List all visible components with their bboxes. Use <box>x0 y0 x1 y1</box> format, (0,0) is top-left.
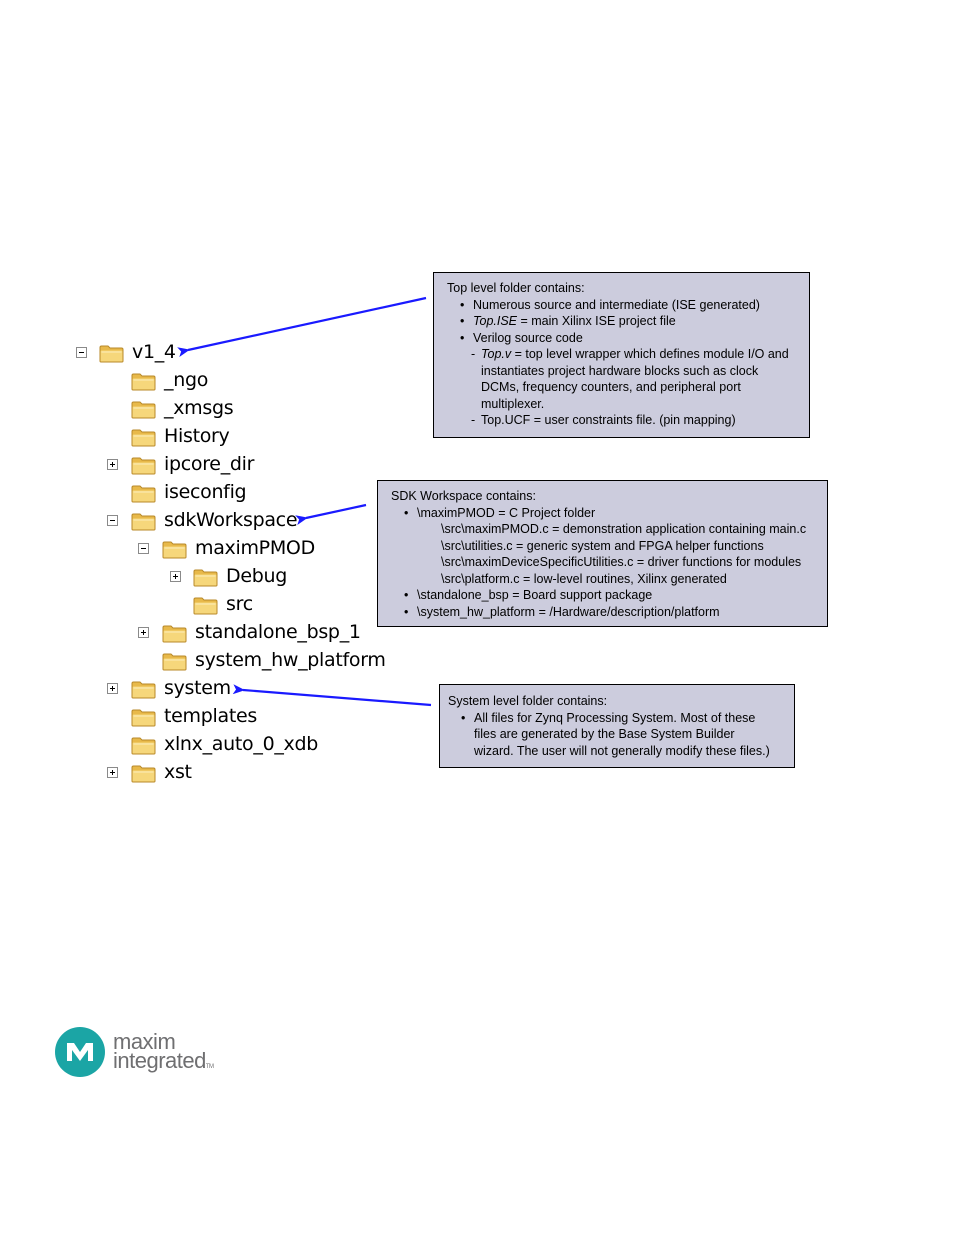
callout-title: SDK Workspace contains: <box>391 489 536 503</box>
folder-icon <box>131 484 156 503</box>
collapse-icon[interactable] <box>107 515 118 526</box>
maxim-logo-icon <box>55 1027 105 1077</box>
tree-item-label: _xmsgs <box>164 397 234 419</box>
tree-item-xlnx-auto-0-xdb[interactable]: xlnx_auto_0_xdb <box>0 732 420 760</box>
expand-icon[interactable] <box>138 627 149 638</box>
tree-item-label: system_hw_platform <box>195 649 386 671</box>
expand-icon[interactable] <box>170 571 181 582</box>
callout-bullet: Verilog source code <box>460 330 799 347</box>
callout-bullet: Top.ISE = main Xilinx ISE project file <box>460 313 799 330</box>
tree-item-label: xst <box>164 761 192 783</box>
folder-icon <box>131 764 156 783</box>
tree-item-label: v1_4 <box>132 341 176 363</box>
tree-item-debug[interactable]: Debug <box>0 564 420 592</box>
folder-icon <box>131 736 156 755</box>
tree-item-label: Debug <box>226 565 287 587</box>
tree-item-iseconfig[interactable]: iseconfig <box>0 480 420 508</box>
folder-icon <box>131 428 156 447</box>
tree-item-v1_4[interactable]: v1_4 <box>0 340 420 368</box>
callout-sdk-workspace: SDK Workspace contains: \maximPMOD = C P… <box>377 480 828 627</box>
tree-item-system-hw-platform[interactable]: system_hw_platform <box>0 648 420 676</box>
folder-icon <box>162 652 187 671</box>
tree-item-label: src <box>226 593 253 615</box>
folder-icon <box>162 624 187 643</box>
callout-top-level: Top level folder contains: Numerous sour… <box>433 272 810 438</box>
callout-bullet: Numerous source and intermediate (ISE ge… <box>460 297 799 314</box>
callout-sub-item: Top.UCF = user constraints file. (pin ma… <box>471 412 799 429</box>
expand-icon[interactable] <box>107 683 118 694</box>
collapse-icon[interactable] <box>138 543 149 554</box>
folder-icon <box>162 540 187 559</box>
tree-item-maximpmod[interactable]: maximPMOD <box>0 536 420 564</box>
tree-item-sdkworkspace[interactable]: sdkWorkspace <box>0 508 420 536</box>
tree-item-label: maximPMOD <box>195 537 315 559</box>
tree-item-label: standalone_bsp_1 <box>195 621 361 643</box>
folder-icon <box>193 596 218 615</box>
folder-icon <box>131 372 156 391</box>
callout-title: System level folder contains: <box>448 694 608 708</box>
callout-sub-item: \src\maximPMOD.c = demonstration applica… <box>441 522 807 536</box>
callout-sub-item: Top.v = top level wrapper which defines … <box>471 346 799 412</box>
tree-item-xst[interactable]: xst <box>0 760 420 788</box>
tree-item-label: _ngo <box>164 369 209 391</box>
tree-item-src[interactable]: src <box>0 592 420 620</box>
tree-item-history[interactable]: History <box>0 424 420 452</box>
callout-bullet: \standalone_bsp = Board support package <box>404 587 819 604</box>
tree-item-ipcore-dir[interactable]: ipcore_dir <box>0 452 420 480</box>
callout-bullet: \maximPMOD = C Project folder <box>404 505 819 522</box>
folder-icon <box>193 568 218 587</box>
tree-item-label: xlnx_auto_0_xdb <box>164 733 319 755</box>
folder-icon <box>131 512 156 531</box>
folder-icon <box>131 680 156 699</box>
tree-item-label: History <box>164 425 230 447</box>
tree-item-label: system <box>164 677 231 699</box>
tree-item-label: sdkWorkspace <box>164 509 298 531</box>
callout-bullet: All files for Zynq Processing System. Mo… <box>461 710 774 760</box>
callout-bullet: \system_hw_platform = /Hardware/descript… <box>404 604 819 621</box>
tree-item-system[interactable]: system <box>0 676 420 704</box>
callout-sub-item: \src\maximDeviceSpecificUtilities.c = dr… <box>441 555 802 569</box>
expand-icon[interactable] <box>107 767 118 778</box>
tree-item-standalone-bsp-1[interactable]: standalone_bsp_1 <box>0 620 420 648</box>
tree-item-label: ipcore_dir <box>164 453 255 475</box>
callout-system: System level folder contains: All files … <box>439 684 795 768</box>
folder-icon <box>99 344 124 363</box>
collapse-icon[interactable] <box>76 347 87 358</box>
folder-icon <box>131 708 156 727</box>
tree-item-ngo[interactable]: _ngo <box>0 368 420 396</box>
tree-item-label: templates <box>164 705 257 727</box>
tree-item-label: iseconfig <box>164 481 247 503</box>
callout-title: Top level folder contains: <box>447 281 585 295</box>
folder-icon <box>131 456 156 475</box>
callout-sub-item: \src\platform.c = low-level routines, Xi… <box>441 571 727 586</box>
logo-word-maxim: maxim <box>113 1029 176 1054</box>
tree-item-templates[interactable]: templates <box>0 704 420 732</box>
tree-item-xmsgs[interactable]: _xmsgs <box>0 396 420 424</box>
logo-word-integrated: integratedTM <box>113 1048 214 1073</box>
folder-icon <box>131 400 156 419</box>
expand-icon[interactable] <box>107 459 118 470</box>
callout-sub-item: \src\utilities.c = generic system and FP… <box>441 538 764 553</box>
